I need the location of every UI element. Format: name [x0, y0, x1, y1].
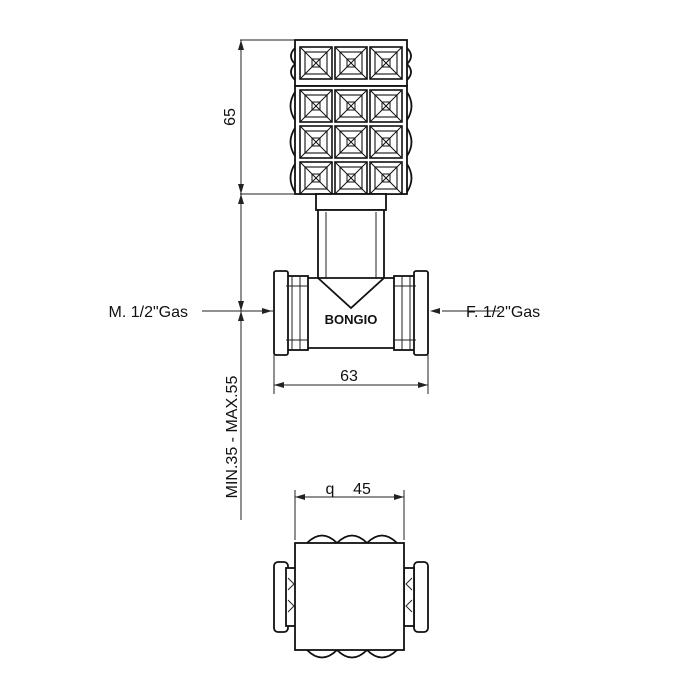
valve-body: BONGIO — [273, 270, 429, 356]
female-connection-label: F. 1/2"Gas — [466, 304, 540, 321]
brand-logo-text: BONGIO — [325, 312, 378, 327]
knob-main-block — [289, 85, 413, 195]
top-view: q 45 — [273, 481, 429, 659]
dimension-square-side: 45 — [353, 481, 371, 498]
dimension-body-width: 63 — [340, 368, 358, 385]
width-dimension: 63 — [273, 355, 429, 394]
connection-labels: M. 1/2"Gas F. 1/2"Gas — [109, 304, 541, 321]
front-view: BONGIO 65 MIN.35 - MAX.55 M. 1/2"Gas F. … — [109, 39, 541, 520]
dimension-stem-range: MIN.35 - MAX.55 — [224, 376, 241, 499]
knob-square-top — [294, 542, 405, 651]
square-dimension: q 45 — [294, 481, 405, 540]
vertical-dimension: 65 MIN.35 - MAX.55 — [222, 39, 295, 520]
knob-top-band — [290, 39, 412, 87]
dimension-knob-height: 65 — [222, 108, 239, 126]
square-symbol: q — [326, 481, 335, 498]
male-connection-label: M. 1/2"Gas — [109, 304, 188, 321]
